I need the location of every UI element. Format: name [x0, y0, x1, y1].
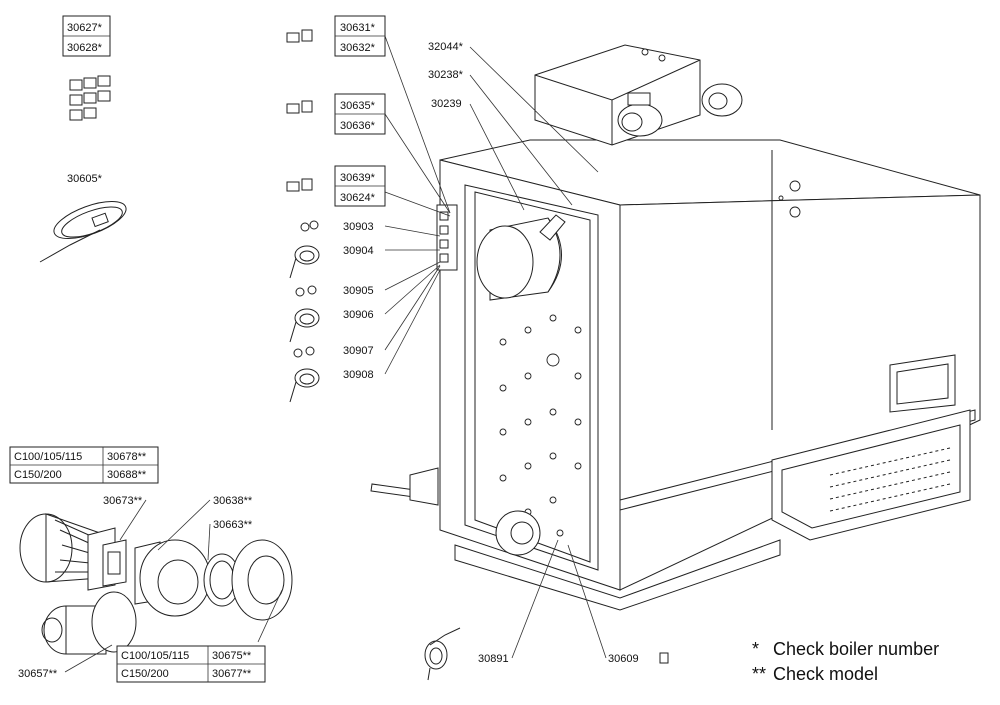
boiler-door-frame	[464, 184, 599, 571]
part-number: 30627*	[67, 22, 103, 34]
boxed-group-30627: 30627* 30628*	[62, 15, 111, 57]
fan-housing-icon	[701, 83, 743, 117]
model-table-1: C100/105/115 30678** C150/200 30688**	[9, 446, 159, 484]
legend-notes: * Check boiler number ** Check model	[752, 639, 939, 684]
part-number: 30624*	[340, 192, 376, 204]
sensor-cable-icon	[39, 201, 127, 263]
part-number: 30636*	[340, 120, 376, 132]
side-port	[789, 180, 801, 192]
connector-icons	[286, 29, 313, 192]
boxed-group-30635: 30635* 30636*	[334, 93, 386, 135]
fan-volute-icon	[139, 539, 211, 617]
note-marker: *	[752, 639, 759, 659]
callout-label: 32044*	[428, 41, 464, 53]
callout-label: 30605*	[67, 173, 103, 185]
boxed-group-30631: 30631* 30632*	[334, 15, 386, 57]
flue-outlet	[476, 214, 566, 301]
nozzle-icon	[539, 214, 566, 241]
callout-labels: 30605* 32044* 30238* 30239 30903 30904 3…	[18, 41, 639, 680]
burner-box-hole	[641, 48, 649, 56]
callout-label: 30239	[431, 98, 462, 110]
sensor-probes	[289, 220, 320, 403]
callout-label: 30238*	[428, 69, 464, 81]
fitting-icon	[659, 652, 669, 664]
coil-probe-icon	[424, 627, 461, 681]
relay-group-icon	[69, 75, 111, 121]
part-number: 30632*	[340, 42, 376, 54]
part-number: 30635*	[340, 100, 376, 112]
model-table-2: C100/105/115 30675** C150/200 30677**	[116, 645, 266, 683]
side-port	[778, 195, 784, 201]
part-number: 30677**	[212, 668, 252, 680]
callout-label: 30609	[608, 653, 639, 665]
boiler-door-inner	[474, 191, 591, 563]
boiler-base	[454, 539, 781, 611]
callout-label: 30906	[343, 309, 374, 321]
callout-label: 30905	[343, 285, 374, 297]
leader-lines	[64, 35, 607, 673]
side-hatch	[889, 354, 956, 413]
callout-label: 30638**	[213, 495, 253, 507]
part-number: 30688**	[107, 469, 147, 481]
callout-label: 30908	[343, 369, 374, 381]
part-number: 30639*	[340, 172, 376, 184]
blower-cover-icon	[771, 409, 971, 541]
callout-label: 30907	[343, 345, 374, 357]
cover-disk-icon	[231, 539, 293, 621]
gasket-icon	[102, 539, 127, 587]
motor-terminal-box	[627, 92, 651, 106]
part-number: 30628*	[67, 42, 103, 54]
side-hatch-inner	[896, 363, 949, 405]
callout-label: 30657**	[18, 668, 58, 680]
callout-label: 30903	[343, 221, 374, 233]
part-number: 30675**	[212, 650, 252, 662]
boxed-group-30639: 30639* 30624*	[334, 165, 386, 207]
model-name: C150/200	[14, 469, 62, 481]
burner-box-hole	[658, 54, 666, 62]
bottom-flange	[495, 510, 564, 556]
boiler-side-panel	[619, 194, 981, 591]
burner-housing	[534, 44, 743, 146]
note-text: Check model	[773, 664, 878, 684]
model-name: C150/200	[121, 668, 169, 680]
burner-box	[534, 44, 701, 146]
flue-pipe-icon	[476, 225, 534, 299]
motor-plate-icon	[91, 591, 137, 653]
side-port	[789, 206, 801, 218]
motor-icon	[617, 103, 663, 137]
part-number: 30631*	[340, 22, 376, 34]
callout-label: 30673**	[103, 495, 143, 507]
part-number: 30678**	[107, 451, 147, 463]
callout-label: 30891	[478, 653, 509, 665]
fan-exploded	[19, 513, 293, 655]
model-name: C100/105/115	[121, 650, 189, 662]
note-marker: **	[752, 664, 766, 684]
callout-label: 30904	[343, 245, 374, 257]
blower-cover	[771, 409, 971, 541]
feed-tube	[370, 467, 439, 506]
callout-label: 30663**	[213, 519, 253, 531]
note-text: Check boiler number	[773, 639, 939, 659]
model-name: C100/105/115	[14, 451, 82, 463]
